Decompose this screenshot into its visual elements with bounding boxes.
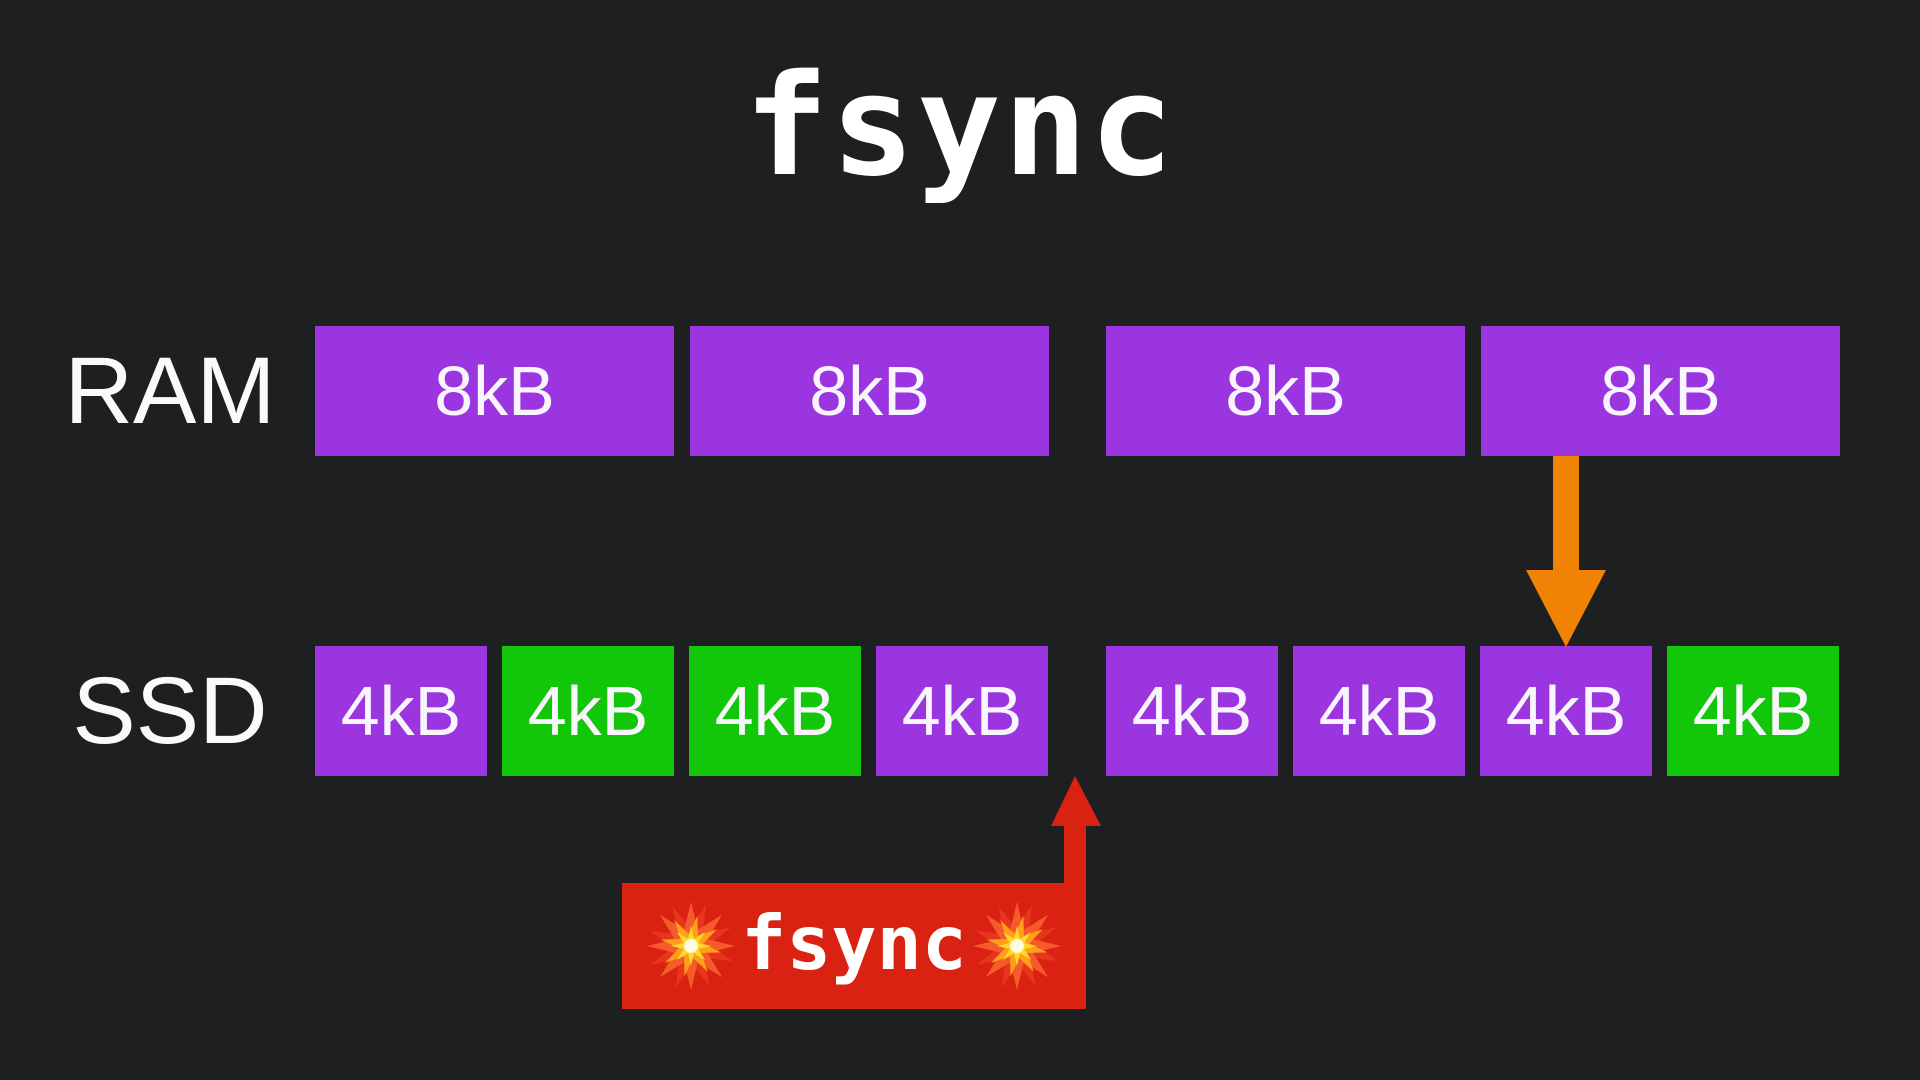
- ram-block-3: 8kB: [1106, 326, 1465, 456]
- ssd-block-7-label: 4kB: [1505, 672, 1627, 750]
- ssd-block-8: 4kB: [1667, 646, 1839, 776]
- ssd-block-3: 4kB: [689, 646, 861, 776]
- ssd-block-8-label: 4kB: [1692, 672, 1814, 750]
- ram-block-4: 8kB: [1481, 326, 1840, 456]
- up-arrow-icon: [1051, 776, 1101, 890]
- page-title: fsync: [744, 45, 1176, 208]
- ssd-block-4: 4kB: [876, 646, 1048, 776]
- ssd-block-5: 4kB: [1106, 646, 1278, 776]
- ram-block-3-label: 8kB: [1225, 352, 1346, 430]
- fsync-callout: fsync: [622, 883, 1086, 1009]
- explosion-icon: [646, 901, 736, 991]
- ssd-block-5-label: 4kB: [1131, 672, 1253, 750]
- ram-block-4-label: 8kB: [1600, 352, 1721, 430]
- ssd-block-2: 4kB: [502, 646, 674, 776]
- ram-row-label: RAM: [64, 337, 276, 444]
- ssd-block-1-label: 4kB: [340, 672, 462, 750]
- ssd-block-2-label: 4kB: [527, 672, 649, 750]
- ram-block-2: 8kB: [690, 326, 1049, 456]
- ram-block-1: 8kB: [315, 326, 674, 456]
- ssd-block-6-label: 4kB: [1318, 672, 1440, 750]
- ssd-block-6: 4kB: [1293, 646, 1465, 776]
- ram-block-1-label: 8kB: [434, 352, 555, 430]
- ssd-block-4-label: 4kB: [901, 672, 1023, 750]
- down-arrow-icon: [1526, 456, 1606, 647]
- ssd-block-3-label: 4kB: [714, 672, 836, 750]
- fsync-callout-label: fsync: [741, 898, 967, 987]
- explosion-icon: [972, 901, 1062, 991]
- ssd-row-label: SSD: [72, 657, 268, 764]
- ssd-block-7: 4kB: [1480, 646, 1652, 776]
- ssd-block-1: 4kB: [315, 646, 487, 776]
- ram-block-2-label: 8kB: [809, 352, 930, 430]
